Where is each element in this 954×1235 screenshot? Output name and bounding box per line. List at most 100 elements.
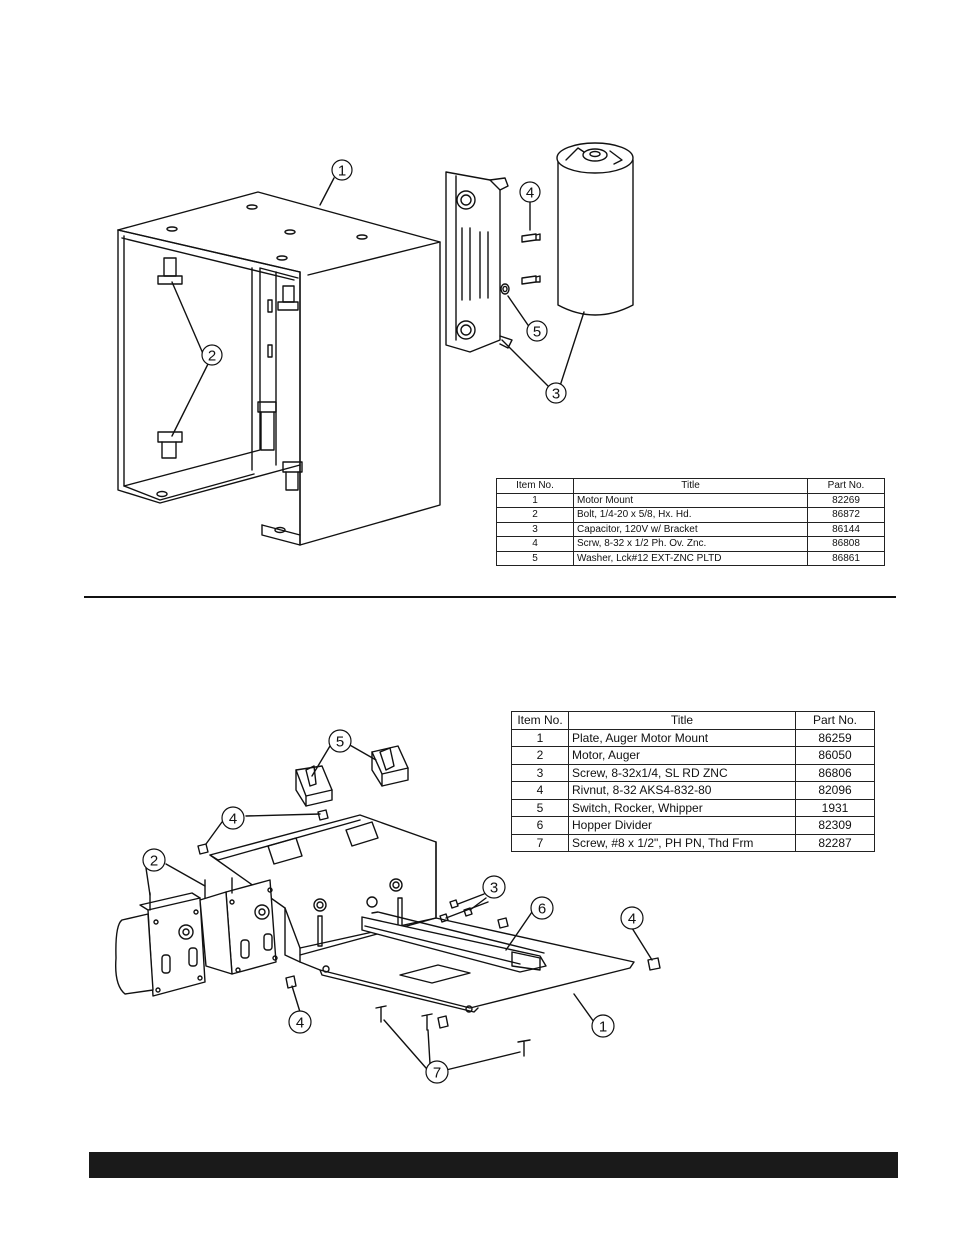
callout-label: 3 xyxy=(490,880,498,897)
callout-5-top xyxy=(526,320,548,342)
bolt-parts xyxy=(157,257,303,491)
table-row: 4 Rivnut, 8-32 AKS4-832-80 82096 xyxy=(511,781,875,800)
item-number: 3 xyxy=(511,763,569,782)
item-title: Scrw, 8-32 x 1/2 Ph. Ov. Znc. xyxy=(573,536,808,552)
callout-label: 4 xyxy=(229,811,237,828)
callout-label: 5 xyxy=(336,734,344,751)
item-title: Motor, Auger xyxy=(568,746,796,765)
item-number: 6 xyxy=(511,816,569,835)
part-number: 82096 xyxy=(795,781,875,800)
part-number: 82287 xyxy=(795,833,875,852)
footer-bar xyxy=(89,1152,898,1178)
table-row: 5 Switch, Rocker, Whipper 1931 xyxy=(511,798,875,817)
capacitor xyxy=(556,142,634,316)
item-title: Switch, Rocker, Whipper xyxy=(568,798,796,817)
table-row: 1 Motor Mount 82269 xyxy=(496,492,885,508)
item-number: 7 xyxy=(511,833,569,852)
table-header-row: Item No. Title Part No. xyxy=(511,711,875,730)
part-number: 82309 xyxy=(795,816,875,835)
callout-label: 4 xyxy=(296,1015,304,1032)
column-header-item: Item No. xyxy=(496,478,574,494)
part-number: 86806 xyxy=(795,763,875,782)
callout-2-bottom xyxy=(142,848,166,872)
rocker-switches xyxy=(295,745,409,807)
part-number: 1931 xyxy=(795,798,875,817)
bill-of-materials-bottom: Item No. Title Part No. 1 Plate, Auger M… xyxy=(511,711,875,852)
auger-motor-plate xyxy=(209,814,635,1013)
callout-7-bottom xyxy=(425,1060,449,1084)
top-leader-lines xyxy=(171,177,585,437)
item-number: 5 xyxy=(496,550,574,566)
auger-motors xyxy=(115,877,278,997)
table-row: 4 Scrw, 8-32 x 1/2 Ph. Ov. Znc. 86808 xyxy=(496,536,885,552)
callout-4-bottom-left xyxy=(221,806,245,830)
part-number: 86144 xyxy=(807,521,885,537)
item-number: 3 xyxy=(496,521,574,537)
table-header-row: Item No. Title Part No. xyxy=(496,478,885,494)
motor-mount-box xyxy=(117,191,441,546)
callout-label: 2 xyxy=(208,348,216,365)
item-title: Screw, #8 x 1/2", PH PN, Thd Frm xyxy=(568,833,796,852)
table-row: 1 Plate, Auger Motor Mount 86259 xyxy=(511,728,875,747)
item-title: Rivnut, 8-32 AKS4-832-80 xyxy=(568,781,796,800)
section-divider xyxy=(84,596,896,598)
callout-label: 4 xyxy=(526,185,534,202)
callout-4-bottom-center xyxy=(288,1010,312,1034)
part-number: 86872 xyxy=(807,507,885,523)
item-number: 5 xyxy=(511,798,569,817)
callout-4-bottom-right xyxy=(620,906,644,930)
table-row: 5 Washer, Lck#12 EXT-ZNC PLTD 86861 xyxy=(496,550,885,566)
hopper-divider xyxy=(361,911,547,973)
callout-label: 1 xyxy=(599,1019,607,1036)
bill-of-materials-top: Item No. Title Part No. 1 Motor Mount 82… xyxy=(496,478,885,566)
table-row: 6 Hopper Divider 82309 xyxy=(511,816,875,835)
part-number: 86259 xyxy=(795,728,875,747)
callout-3-top xyxy=(545,382,567,404)
item-title: Washer, Lck#12 EXT-ZNC PLTD xyxy=(573,550,808,566)
part-number: 82269 xyxy=(807,492,885,508)
table-row: 3 Screw, 8-32x1/4, SL RD ZNC 86806 xyxy=(511,763,875,782)
callout-2-top xyxy=(201,344,223,366)
item-number: 1 xyxy=(511,728,569,747)
item-title: Capacitor, 120V w/ Bracket xyxy=(573,521,808,537)
column-header-item: Item No. xyxy=(511,711,569,730)
table-row: 3 Capacitor, 120V w/ Bracket 86144 xyxy=(496,521,885,537)
item-number: 4 xyxy=(496,536,574,552)
column-header-title: Title xyxy=(573,478,808,494)
column-header-part: Part No. xyxy=(807,478,885,494)
part-number: 86050 xyxy=(795,746,875,765)
callout-1-bottom xyxy=(591,1014,615,1038)
item-number: 2 xyxy=(511,746,569,765)
item-title: Hopper Divider xyxy=(568,816,796,835)
callout-1-top xyxy=(331,159,353,181)
callout-label: 6 xyxy=(538,901,546,918)
item-number: 2 xyxy=(496,507,574,523)
callout-label: 1 xyxy=(338,163,346,180)
item-title: Motor Mount xyxy=(573,492,808,508)
callout-3-bottom xyxy=(482,875,506,899)
column-header-part: Part No. xyxy=(795,711,875,730)
bottom-leader-lines xyxy=(145,743,653,1071)
callout-label: 4 xyxy=(628,911,636,928)
callout-label: 7 xyxy=(433,1065,441,1082)
callout-label: 5 xyxy=(533,324,541,341)
table-row: 2 Bolt, 1/4-20 x 5/8, Hx. Hd. 86872 xyxy=(496,507,885,523)
callout-6-bottom xyxy=(530,896,554,920)
column-header-title: Title xyxy=(568,711,796,730)
callout-4-top xyxy=(519,181,541,203)
item-title: Plate, Auger Motor Mount xyxy=(568,728,796,747)
bottom-fasteners xyxy=(197,809,661,1057)
table-row: 2 Motor, Auger 86050 xyxy=(511,746,875,765)
callout-5-bottom xyxy=(328,729,352,753)
item-number: 1 xyxy=(496,492,574,508)
item-title: Bolt, 1/4-20 x 5/8, Hx. Hd. xyxy=(573,507,808,523)
part-number: 86808 xyxy=(807,536,885,552)
table-row: 7 Screw, #8 x 1/2", PH PN, Thd Frm 82287 xyxy=(511,833,875,852)
small-screws xyxy=(500,233,541,295)
callout-label: 2 xyxy=(150,853,158,870)
part-number: 86861 xyxy=(807,550,885,566)
item-title: Screw, 8-32x1/4, SL RD ZNC xyxy=(568,763,796,782)
capacitor-bracket xyxy=(445,171,513,353)
